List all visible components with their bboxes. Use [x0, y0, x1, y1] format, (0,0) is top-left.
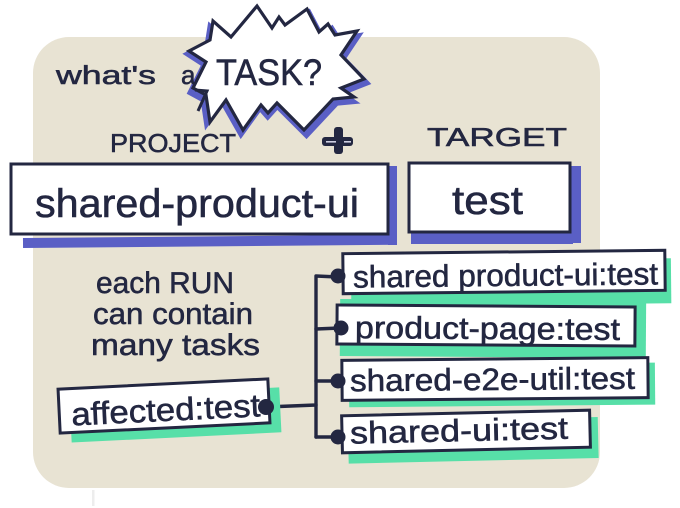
svg-text:a: a: [181, 60, 196, 90]
svg-text:shared-e2e-util:test: shared-e2e-util:test: [350, 361, 636, 398]
svg-text:shared product-ui:test: shared product-ui:test: [353, 256, 659, 294]
svg-text:product-page:test: product-page:test: [355, 310, 621, 347]
svg-text:many tasks: many tasks: [91, 329, 260, 362]
svg-text:shared-product-ui: shared-product-ui: [35, 182, 359, 226]
svg-text:TASK?: TASK?: [216, 52, 322, 93]
svg-text:TARGET: TARGET: [427, 122, 567, 152]
svg-text:test: test: [452, 179, 523, 223]
svg-text:PROJECT: PROJECT: [110, 128, 236, 158]
svg-text:can contain: can contain: [93, 298, 253, 331]
svg-text:each RUN: each RUN: [96, 267, 234, 300]
svg-text:shared-ui:test: shared-ui:test: [350, 411, 569, 451]
svg-text:what's: what's: [55, 60, 156, 90]
